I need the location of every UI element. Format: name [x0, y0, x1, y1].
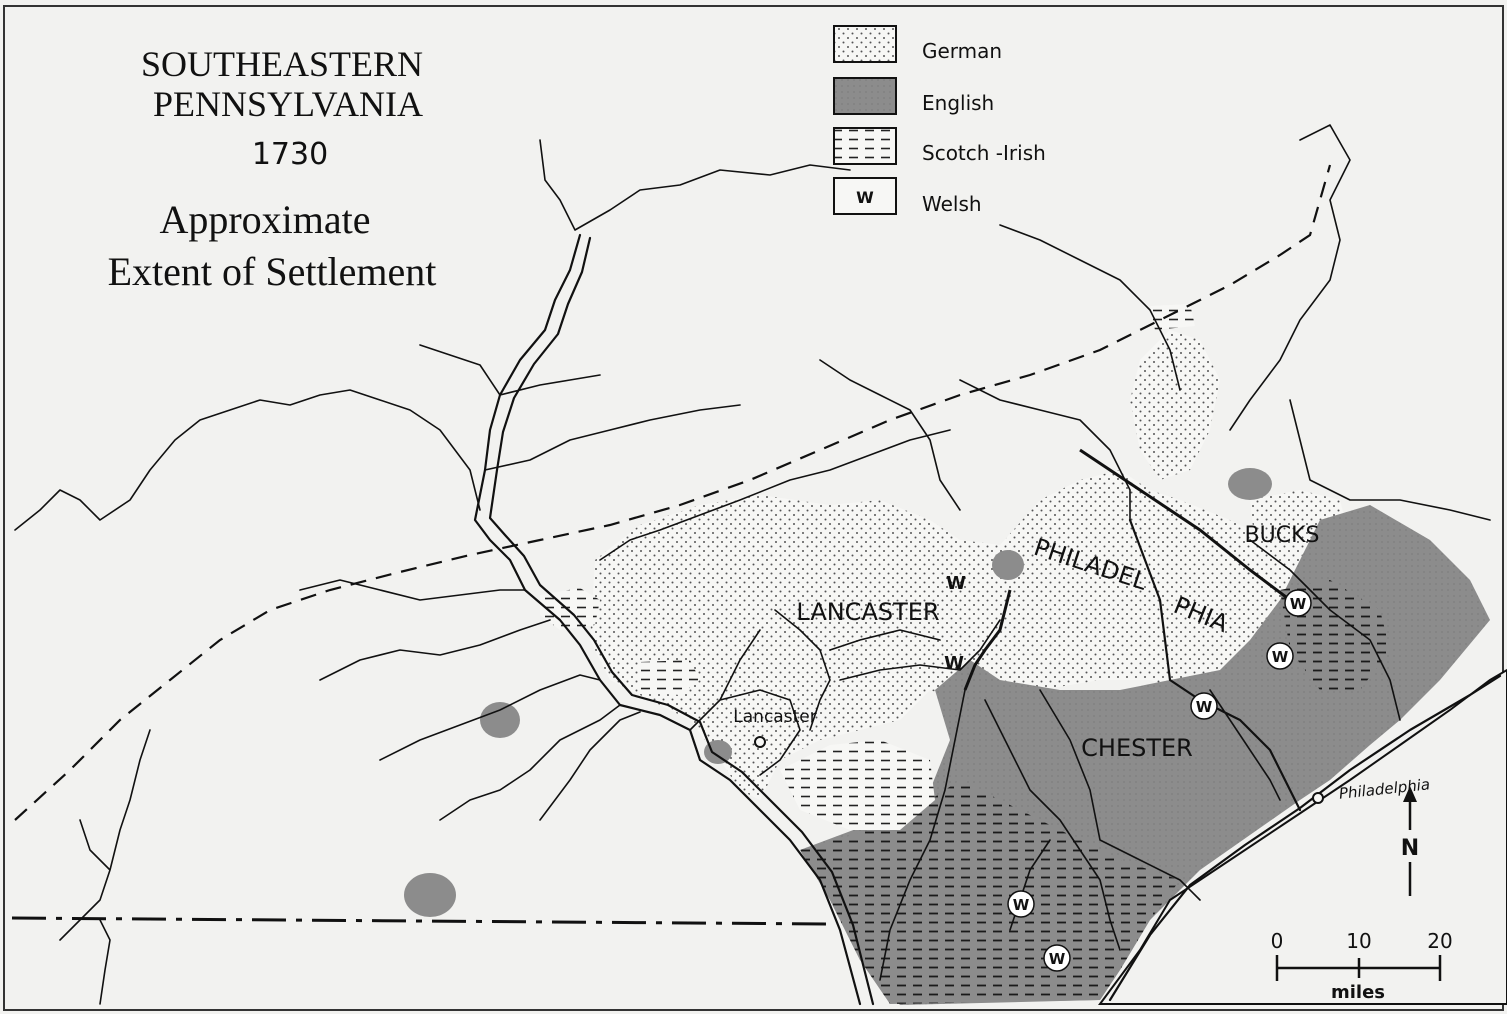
map-title-line1: SOUTHEASTERN	[141, 44, 423, 84]
welsh-marker: W	[1043, 944, 1071, 972]
creek-west-5	[539, 711, 641, 821]
scale-unit-label: miles	[1331, 982, 1385, 1003]
north-arrow-label: N	[1401, 836, 1419, 861]
legend-swatch-scotch-irish	[833, 127, 897, 165]
welsh-marker-disc	[1266, 642, 1294, 670]
river-southwest-2	[99, 919, 111, 1005]
lehigh-river	[1229, 124, 1351, 431]
german-region-north	[1130, 330, 1220, 480]
scale-tick-label-20: 20	[1427, 929, 1452, 953]
creek-philadelphia-1	[819, 359, 961, 511]
octoraro-creek	[879, 689, 966, 981]
map-subtitle-line2: Extent of Settlement	[108, 249, 437, 294]
welsh-marker-disc	[1043, 944, 1071, 972]
delaware-shore	[1098, 668, 1507, 1005]
river-southwest	[59, 729, 151, 941]
town-marker-philadelphia	[1312, 792, 1324, 804]
welsh-marker: W	[944, 653, 964, 674]
legend-swatch-welsh-symbol: W	[856, 188, 874, 207]
north-arrow: N	[1401, 786, 1419, 896]
english-patch-philadelphia	[992, 550, 1024, 580]
legend-label-english: English	[922, 91, 994, 115]
scale-tick-label-0: 0	[1271, 929, 1284, 953]
welsh-marker: W	[1266, 642, 1294, 670]
settlement-frontier-line	[14, 164, 1332, 821]
map-title-block: SOUTHEASTERN PENNSYLVANIA 1730 Approxima…	[108, 44, 437, 294]
map-year: 1730	[252, 137, 328, 172]
welsh-marker: W	[1190, 692, 1218, 720]
town-lancaster: Lancaster	[733, 707, 817, 748]
german-region	[590, 470, 1300, 800]
creek-west-1	[299, 579, 526, 601]
north-arrow-icon	[1403, 786, 1417, 802]
legend-swatch-german	[833, 25, 897, 63]
conestoga-creek	[689, 629, 801, 776]
welsh-marker-label: W	[1290, 595, 1307, 613]
welsh-marker: W	[1284, 589, 1312, 617]
welsh-marker: W	[1007, 890, 1035, 918]
map-frame	[3, 5, 1504, 1011]
map-legend: German English Scotch -Irish W Welsh	[833, 25, 1046, 216]
creek-bucks	[1249, 539, 1401, 721]
creek-lancaster-3	[839, 619, 1001, 681]
welsh-marker-label: W	[1196, 698, 1213, 716]
creek-philadelphia-2	[999, 224, 1181, 391]
maryland-boundary-line	[11, 916, 831, 926]
schuylkill-river	[1128, 518, 1302, 812]
town-label-lancaster: Lancaster	[733, 707, 816, 727]
map-title-line2: PENNSYLVANIA	[153, 84, 423, 124]
map-subtitle-line1: Approximate	[159, 197, 370, 242]
english-patch-west-2	[404, 873, 456, 917]
creek-lancaster-2	[774, 609, 941, 731]
welsh-marker-label: W	[1013, 896, 1030, 914]
creek-north-2	[484, 404, 741, 471]
creek-bucks-2	[1209, 689, 1281, 801]
susquehanna-river-bank	[488, 236, 875, 1006]
legend-label-welsh: Welsh	[922, 192, 982, 216]
county-label-bucks: BUCKS	[1245, 523, 1320, 548]
welsh-marker-disc	[1284, 589, 1312, 617]
schuylkill-upper	[959, 379, 1131, 521]
scale-bar: 0 10 20 miles	[1271, 929, 1453, 1003]
scotch-irish-patch-conestoga	[640, 660, 700, 695]
welsh-marker-label: W	[944, 653, 964, 674]
scotch-irish-patch-north	[1150, 304, 1195, 330]
legend-label-german: German	[922, 39, 1002, 63]
creek-north-1	[419, 344, 601, 396]
susquehanna-river	[473, 233, 862, 1006]
welsh-marker-label: W	[1272, 648, 1289, 666]
welsh-marker-disc	[1190, 692, 1218, 720]
legend-swatch-welsh	[833, 177, 897, 215]
neshaminy-creek	[1289, 399, 1491, 521]
creek-chester-1	[1039, 689, 1201, 901]
brandywine-creek	[984, 699, 1121, 951]
scale-tick-label-10: 10	[1346, 929, 1371, 953]
creek-west-2	[319, 619, 551, 681]
county-boundary-philadelphia-bucks	[1079, 448, 1291, 602]
welsh-marker-label: W	[946, 573, 966, 594]
welsh-marker-disc	[1007, 890, 1035, 918]
creek-west-4	[439, 704, 621, 821]
english-patch-bucks-north	[1228, 468, 1272, 500]
county-boundary-chester-lancaster	[963, 589, 1012, 691]
english-patch-lancaster	[704, 740, 732, 764]
legend-label-scotch-irish: Scotch -Irish	[922, 141, 1046, 165]
county-label-lancaster: LANCASTER	[796, 598, 939, 626]
juniata-river	[14, 389, 481, 531]
creek-lancaster-1	[599, 429, 951, 561]
welsh-marker-label: W	[1049, 950, 1066, 968]
town-marker-lancaster	[754, 736, 766, 748]
english-patch-west-1	[480, 702, 520, 738]
scotch-irish-region-south	[800, 780, 1180, 1004]
county-label-chester: CHESTER	[1081, 734, 1193, 762]
creek-west-3	[379, 674, 601, 761]
legend-swatch-english	[833, 77, 897, 115]
welsh-marker: W	[946, 573, 966, 594]
scotch-irish-region-lancaster	[780, 740, 935, 830]
river-north-fork	[539, 139, 851, 231]
